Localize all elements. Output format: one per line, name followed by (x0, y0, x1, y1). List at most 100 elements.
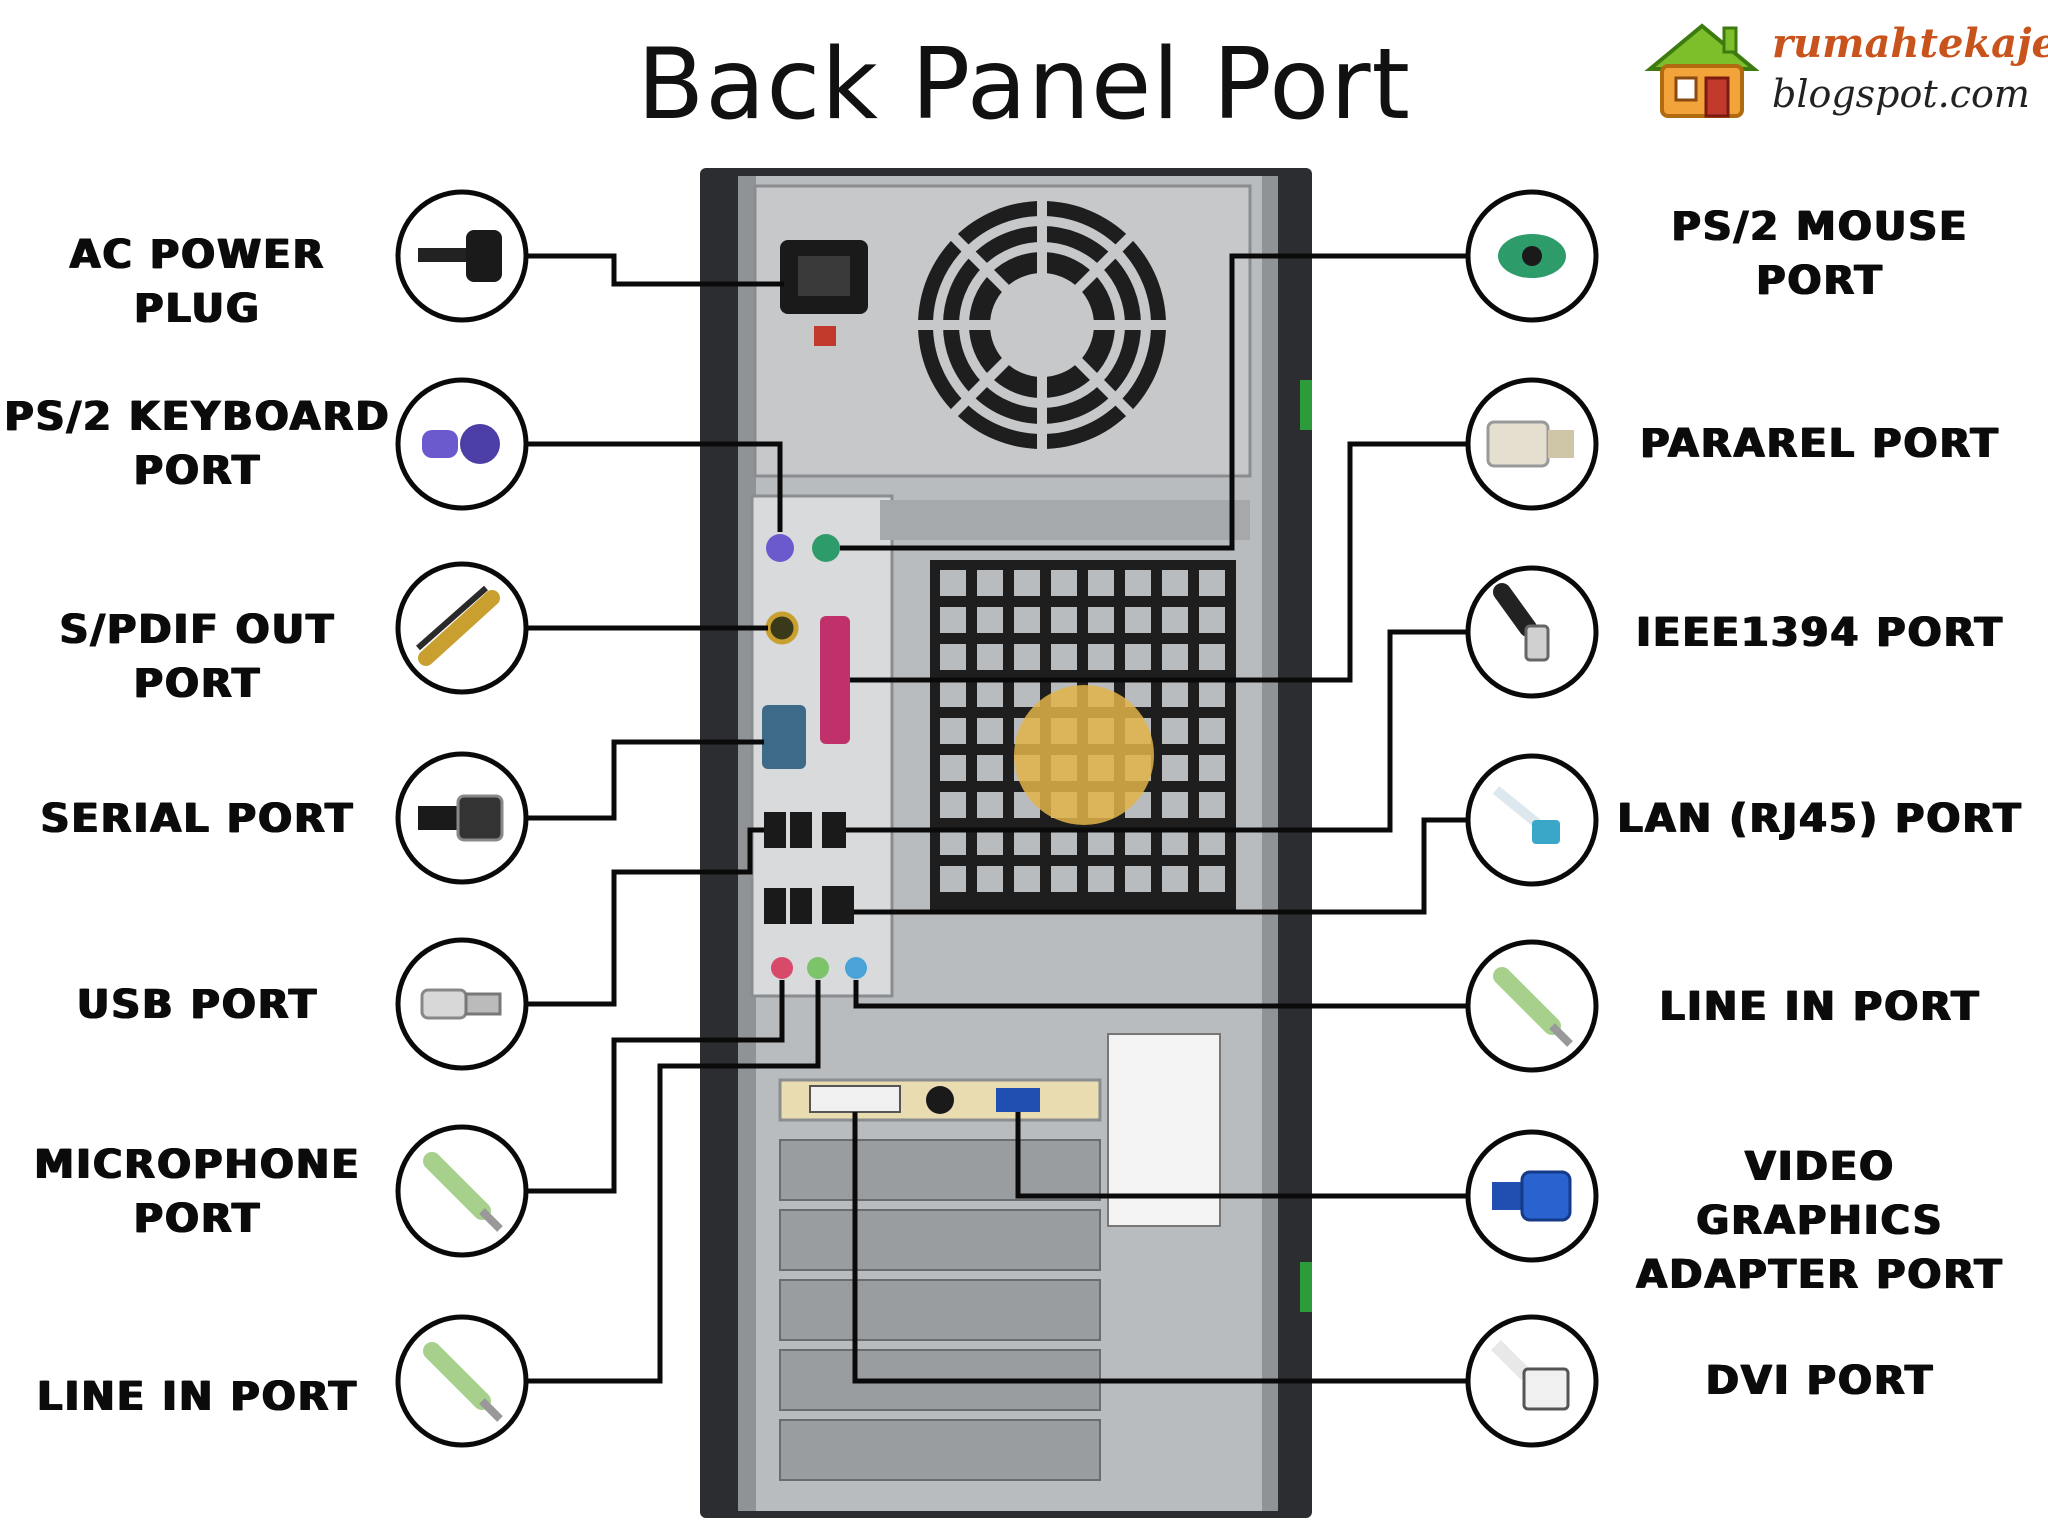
vent-hole (940, 866, 966, 892)
vent-hole (1088, 607, 1114, 633)
ps2-mouse-port-icon (812, 534, 840, 562)
label-usb-port: USB PORT (76, 982, 319, 1028)
label-dvi-port: DVI PORT (1705, 1358, 1935, 1404)
vent-hole (1162, 681, 1188, 707)
vent-hole (977, 866, 1003, 892)
vent-hole (977, 829, 1003, 855)
vent-hole (1162, 570, 1188, 596)
label-line-in-port-right: LINE IN PORT (1659, 984, 1981, 1030)
vent-hole (977, 755, 1003, 781)
vent-hole (1199, 570, 1225, 596)
parallel-port-icon (820, 616, 850, 744)
vent-hole (940, 681, 966, 707)
left-callout-circles (395, 189, 529, 1448)
vent-hole (1014, 829, 1040, 855)
vent-hole (1125, 829, 1151, 855)
serial-connector-icon (395, 751, 529, 885)
psu-fan-grill-icon (918, 201, 1166, 449)
lan-port-icon (822, 886, 854, 924)
vent-hole (1014, 607, 1040, 633)
vent-hole (940, 644, 966, 670)
label-parallel-port: PARAREL PORT (1640, 421, 2000, 467)
power-plug-icon (395, 189, 529, 323)
dvi-port-icon (809, 1085, 901, 1113)
vent-hole (1088, 829, 1114, 855)
dvi-connector-icon (1465, 1314, 1599, 1448)
label-serial-port: SERIAL PORT (40, 796, 355, 842)
label-ps2-keyboard-port: PS/2 KEYBOARD PORT (4, 394, 391, 494)
ps2-mouse-connector-icon (1465, 189, 1599, 323)
vent-hole (940, 792, 966, 818)
vent-hole (977, 570, 1003, 596)
label-ps2-mouse-port: PS/2 MOUSE PORT (1671, 204, 1969, 304)
vent-hole (1125, 866, 1151, 892)
label-microphone-port: MICROPHONE PORT (34, 1142, 361, 1242)
ieee1394-connector-icon (1465, 565, 1599, 699)
expansion-slots (778, 1033, 1221, 1481)
io-shield (750, 494, 894, 998)
serial-port-icon (762, 705, 806, 769)
vent-hole (977, 607, 1003, 633)
callout-lines (528, 253, 1468, 1384)
label-ieee1394-port: IEEE1394 PORT (1636, 610, 2004, 656)
vent-hole (1199, 829, 1225, 855)
vent-hole (1199, 718, 1225, 744)
line-out-port-icon (807, 957, 829, 979)
vent-hole (1014, 681, 1040, 707)
microphone-port-icon (771, 957, 793, 979)
usb-port-icon (764, 812, 786, 848)
vent-hole (1051, 829, 1077, 855)
lan-connector-icon (1465, 753, 1599, 887)
vent-hole (1162, 755, 1188, 781)
vent-hole (1014, 570, 1040, 596)
vent-hole (1162, 607, 1188, 633)
spdif-port-icon (765, 611, 799, 645)
vent-hole (1051, 570, 1077, 596)
vent-hole (940, 570, 966, 596)
vent-hole (1051, 607, 1077, 633)
label-ac-power-plug: AC POWER PLUG (69, 232, 326, 332)
vent-hole (1088, 866, 1114, 892)
label-vga-port: VIDEO GRAPHICS ADAPTER PORT (1636, 1144, 2004, 1298)
house-logo-icon (1644, 23, 1760, 118)
vent-hole (977, 792, 1003, 818)
vent-hole (1125, 607, 1151, 633)
cpu-fan-icon (1014, 685, 1154, 825)
vent-hole (940, 718, 966, 744)
vent-hole (1051, 866, 1077, 892)
vent-hole (1199, 607, 1225, 633)
vent-hole (977, 681, 1003, 707)
microphone-jack-icon (395, 1124, 529, 1258)
line-in-jack-icon (395, 1314, 529, 1448)
vent-hole (977, 718, 1003, 744)
vent-hole (1199, 866, 1225, 892)
vent-hole (1088, 570, 1114, 596)
vent-hole (940, 755, 966, 781)
logo: rumahtekaje blogspot.com (1640, 14, 2048, 124)
vga-port-icon (996, 1088, 1040, 1112)
line-in-port-icon (845, 957, 867, 979)
usb-connector-icon (395, 937, 529, 1071)
vent-hole (1162, 792, 1188, 818)
vent-hole (1162, 829, 1188, 855)
label-line-in-port-left: LINE IN PORT (37, 1374, 358, 1420)
page-title: Back Panel Port (637, 28, 1411, 142)
label-lan-port: LAN (RJ45) PORT (1617, 796, 2023, 842)
logo-domain-text: blogspot.com (1772, 72, 2030, 116)
vent-hole (1051, 644, 1077, 670)
ps2-keyboard-connector-icon (395, 377, 529, 511)
vent-hole (1199, 644, 1225, 670)
vent-hole (1014, 866, 1040, 892)
vent-hole (940, 829, 966, 855)
vent-hole (1014, 644, 1040, 670)
label-spdif-out-port: S/PDIF OUT PORT (59, 607, 336, 707)
vent-hole (1199, 792, 1225, 818)
vent-hole (1162, 718, 1188, 744)
ieee1394-port-icon (822, 812, 846, 848)
vent-hole (1199, 755, 1225, 781)
vga-connector-icon (1465, 1129, 1599, 1263)
spdif-connector-icon (395, 561, 529, 695)
logo-brand-text: rumahtekaje (1772, 20, 2048, 67)
vent-hole (1199, 681, 1225, 707)
